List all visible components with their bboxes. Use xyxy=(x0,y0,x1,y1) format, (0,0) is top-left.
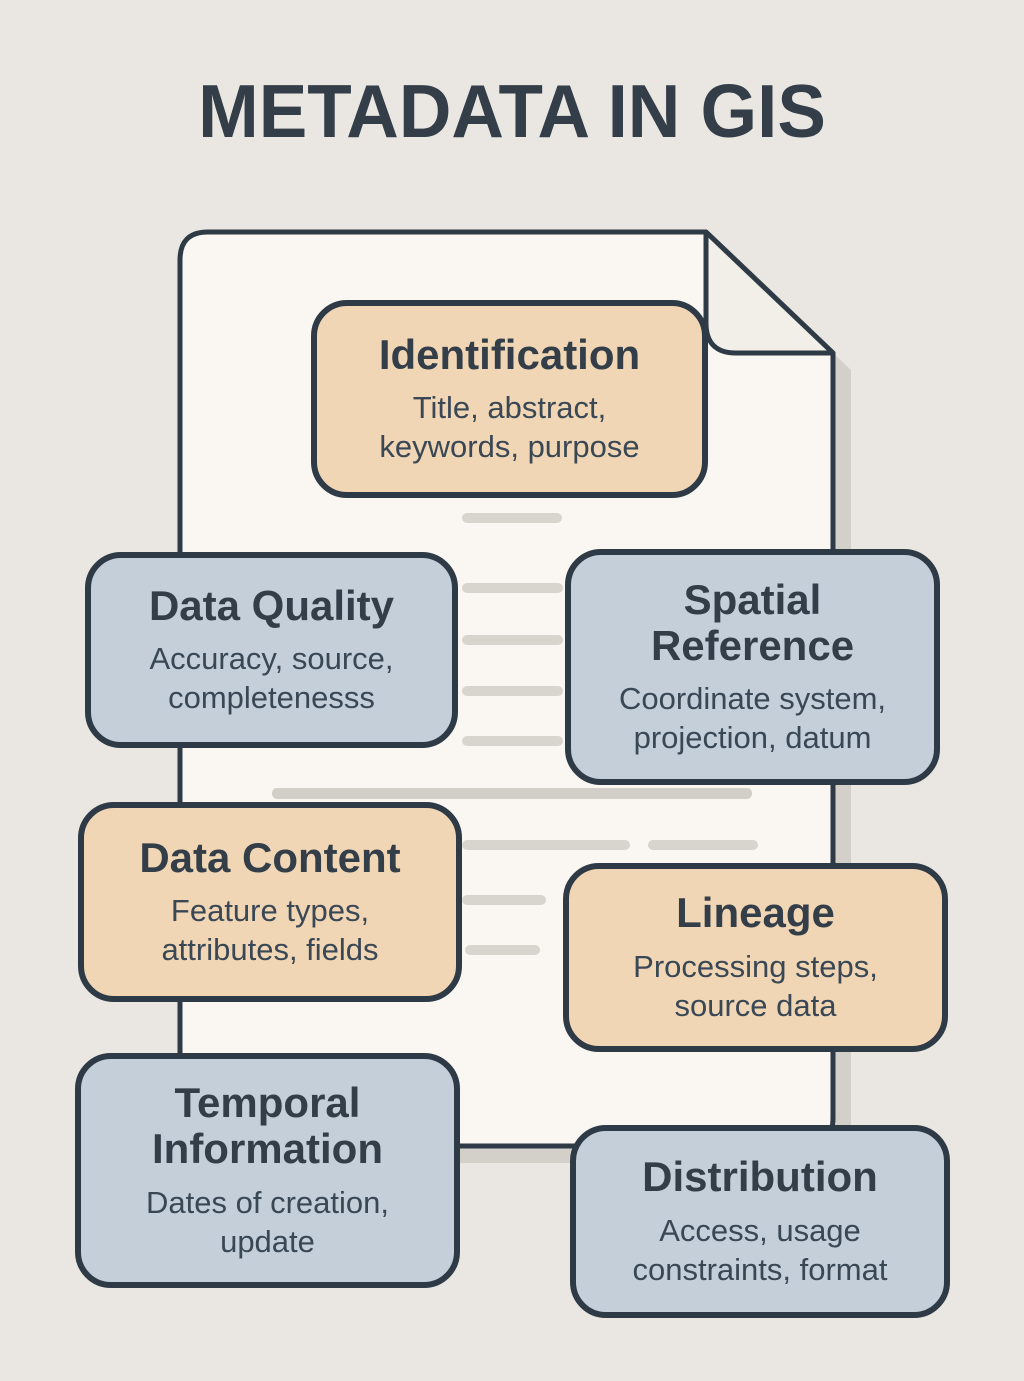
box-lineage: Lineage Processing steps, source data xyxy=(563,863,948,1052)
page-title: METADATA IN GIS xyxy=(198,69,826,153)
box-body: Feature types, attributes, fields xyxy=(161,893,379,968)
placeholder-lines xyxy=(272,513,758,955)
box-body: Dates of creation, update xyxy=(146,1184,389,1259)
box-body: Processing steps, source data xyxy=(633,948,878,1023)
box-data-content: Data Content Feature types, attributes, … xyxy=(78,802,462,1002)
box-identification: Identification Title, abstract, keywords… xyxy=(311,300,708,498)
box-data-quality: Data Quality Accuracy, source, completen… xyxy=(85,552,458,748)
box-body: Coordinate system, projection, datum xyxy=(618,681,887,756)
box-title: Data Content xyxy=(139,833,401,881)
box-body: Access, usage constraints, format xyxy=(632,1212,888,1287)
box-title: Identification xyxy=(378,330,641,378)
box-distribution: Distribution Access, usage constraints, … xyxy=(570,1125,950,1318)
box-body: Accuracy, source, completenesss xyxy=(149,641,394,716)
box-spatial-reference: Spatial Reference Coordinate system, pro… xyxy=(565,549,940,785)
box-title: Temporal Information xyxy=(152,1079,383,1173)
box-title: Spatial Reference xyxy=(650,575,855,669)
box-title: Lineage xyxy=(676,889,835,937)
box-body: Title, abstract, keywords, purpose xyxy=(379,390,640,465)
box-title: Distribution xyxy=(642,1153,878,1201)
box-title: Data Quality xyxy=(148,581,395,629)
box-temporal-information: Temporal Information Dates of creation, … xyxy=(75,1053,460,1288)
folded-corner-icon xyxy=(703,229,836,356)
